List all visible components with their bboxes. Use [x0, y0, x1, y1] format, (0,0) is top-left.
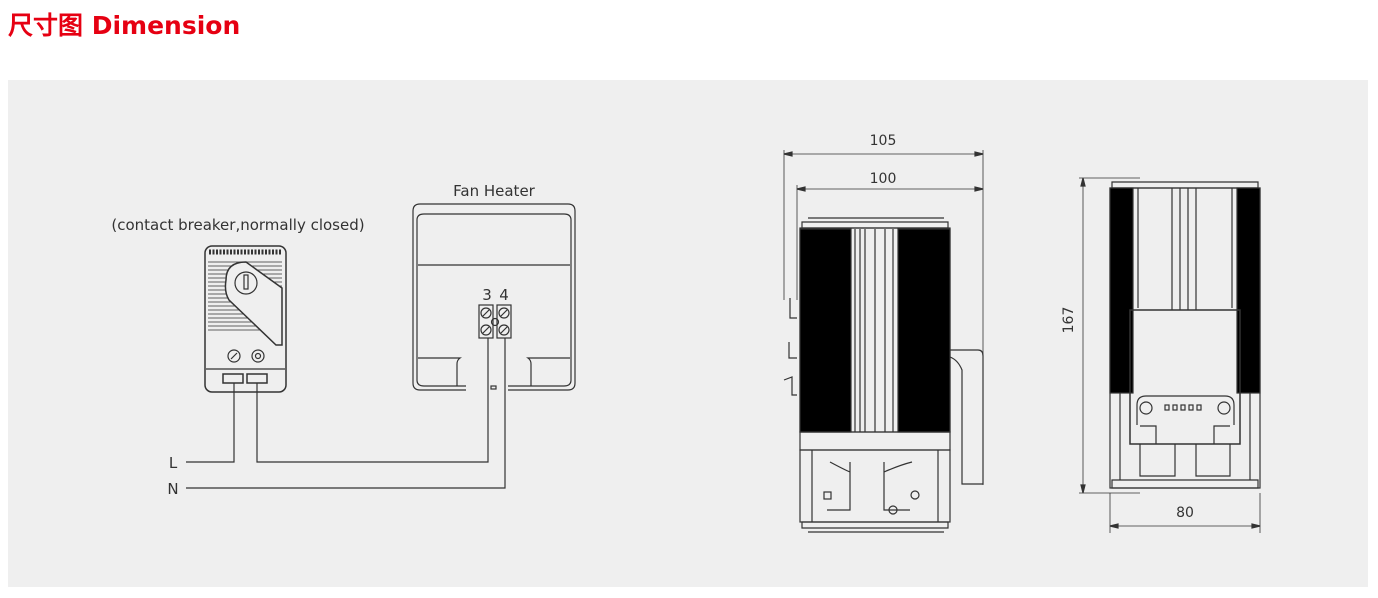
diagram-panel [8, 80, 1368, 587]
heater-label: Fan Heater [453, 182, 536, 200]
side-view [783, 150, 984, 533]
front-view [1079, 177, 1261, 533]
line-n-label: N [167, 480, 178, 498]
wiring-diagram: (contact breaker,normally closed) Fan He… [111, 182, 576, 498]
breaker-label: (contact breaker,normally closed) [111, 216, 364, 234]
dimension-100: 100 [870, 171, 897, 187]
page-title: 尺寸图 Dimension [8, 11, 241, 40]
line-l-label: L [169, 454, 178, 472]
terminal-3-label: 3 [482, 286, 492, 304]
wires [186, 338, 506, 489]
terminal-4-label: 4 [499, 286, 509, 304]
dimension-105: 105 [870, 133, 897, 149]
fan-heater-box [412, 203, 576, 391]
dimension-80: 80 [1176, 505, 1194, 521]
contact-breaker [204, 245, 287, 393]
dimension-167: 167 [1061, 307, 1077, 334]
